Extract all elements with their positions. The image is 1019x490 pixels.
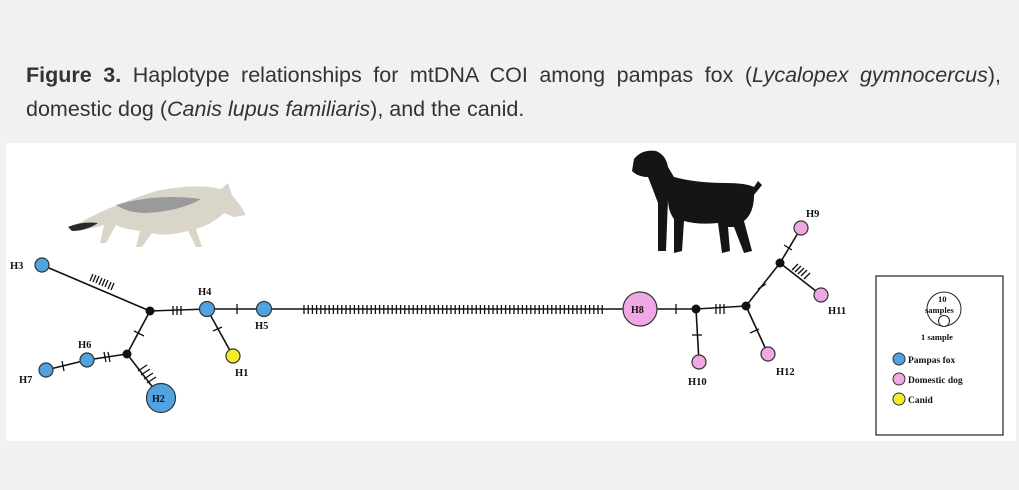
median-vectors [122, 258, 785, 359]
legend-size-large-unit: samples [925, 305, 955, 315]
median-vector [145, 306, 155, 316]
haplotype-node-h10 [691, 354, 707, 370]
label-h6: H6 [78, 340, 91, 351]
caption-text-3: ), and the canid. [370, 97, 525, 121]
median-vector [775, 258, 785, 268]
legend-swatch-pampas-fox [892, 352, 906, 366]
haplotype-labels: H3 H4 H5 H1 H6 H7 H2 H8 H9 H11 H10 H12 [10, 209, 846, 405]
edge-node4-node5 [745, 262, 781, 307]
edge-node-h4 [149, 308, 208, 312]
label-h3: H3 [10, 261, 23, 272]
haplotype-node-h7 [38, 362, 54, 378]
edge-h4-h1 [206, 308, 234, 357]
label-h10: H10 [688, 377, 707, 388]
haplotype-node-h4 [198, 300, 216, 318]
edge-node-node2 [126, 310, 151, 355]
haplotype-node-h12 [760, 346, 776, 362]
legend-size-small-label: 1 sample [921, 332, 953, 342]
haplotype-nodes [34, 220, 829, 414]
figure-panel: H3 H4 H5 H1 H6 H7 H2 H8 H9 H11 H10 H12 1… [6, 143, 1016, 441]
haplotype-node-h1 [225, 348, 241, 364]
fox-icon [68, 183, 246, 247]
legend-label-canid: Canid [908, 396, 934, 406]
label-h7: H7 [19, 375, 32, 386]
haplotype-network: H3 H4 H5 H1 H6 H7 H2 H8 H9 H11 H10 H12 1… [10, 150, 1004, 436]
label-h5: H5 [255, 321, 268, 332]
haplotype-node-h2 [145, 382, 177, 414]
label-h1: H1 [235, 368, 248, 379]
label-h4: H4 [198, 287, 212, 298]
edge-h3-node [41, 264, 151, 312]
label-h8: H8 [631, 305, 644, 316]
edge-node3-node4 [695, 305, 747, 310]
species-name-fox: Lycalopex gymnocercus [752, 63, 988, 87]
label-h2: H2 [152, 394, 165, 405]
haplotype-node-h11 [813, 287, 829, 303]
caption-text-2: ), domestic dog ( [26, 63, 1001, 121]
species-name-dog: Canis lupus familiaris [167, 97, 371, 121]
legend-size-large-count: 10 [938, 294, 947, 304]
legend-label-pampas-fox: Pampas fox [908, 356, 955, 366]
haplotype-node-h9 [793, 220, 809, 236]
haplotype-node-h6 [79, 352, 95, 368]
median-vector [741, 301, 751, 311]
long-branch-mutation-ticks [303, 305, 603, 314]
legend: 10 samples 1 sample Pampas fox Domestic … [875, 275, 1004, 436]
legend-label-domestic-dog: Domestic dog [908, 376, 963, 386]
legend-swatch-domestic-dog [892, 372, 906, 386]
mutation-ticks [61, 244, 811, 384]
legend-size-small-circle [938, 315, 950, 327]
figure-label: Figure 3. [26, 63, 122, 87]
label-h12: H12 [776, 367, 795, 378]
dog-icon [632, 150, 762, 253]
median-vector [691, 304, 701, 314]
haplotype-node-h5 [255, 300, 273, 318]
legend-swatch-canid [892, 392, 906, 406]
haplotype-node-h3 [34, 257, 50, 273]
label-h11: H11 [828, 306, 846, 317]
label-h9: H9 [806, 209, 819, 220]
caption-text-1: Haplotype relationships for mtDNA COI am… [121, 63, 753, 87]
network-edges [41, 227, 822, 399]
edge-node5-h11 [779, 262, 822, 296]
median-vector [122, 349, 132, 359]
figure-caption: Figure 3. Haplotype relationships for mt… [26, 58, 1001, 126]
haplotype-node-h8 [622, 291, 658, 327]
